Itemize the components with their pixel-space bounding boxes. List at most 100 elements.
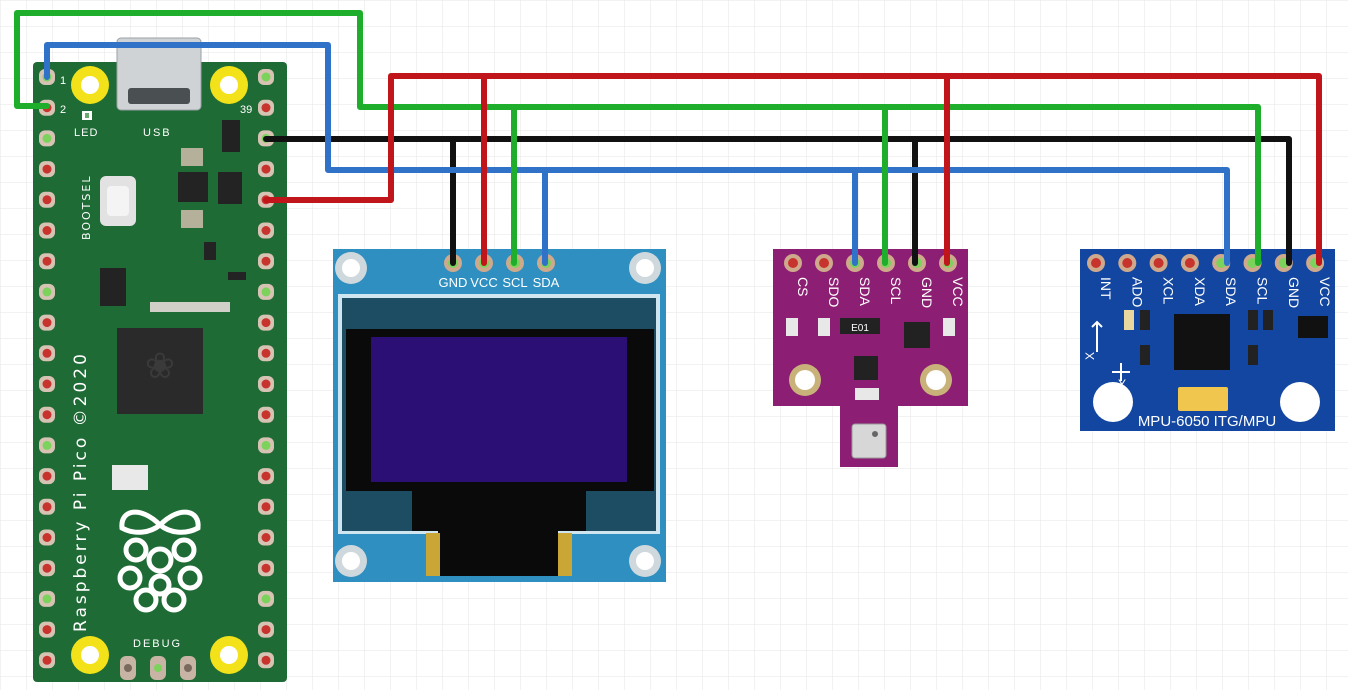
pico-pin[interactable] (258, 437, 274, 454)
pico-pin-row-left (39, 69, 55, 669)
pico-pin[interactable] (39, 345, 55, 362)
raspberry-logo-icon (117, 509, 203, 613)
axis-x-label: X (1083, 352, 1097, 360)
bmp-regulator (904, 322, 930, 348)
oled-screen (371, 337, 627, 482)
gnd-wire[interactable] (263, 136, 1292, 266)
pico-pin[interactable] (39, 560, 55, 577)
pin-xda[interactable] (1180, 254, 1199, 272)
mount-hole (210, 636, 248, 674)
pin-xcl[interactable] (1149, 254, 1168, 272)
pin-label-gnd: GND (1286, 277, 1302, 308)
bmp-sensor-port (872, 431, 878, 437)
usb-label: USB (143, 127, 172, 139)
pico-pin[interactable] (258, 468, 274, 485)
wires (14, 10, 1322, 266)
bmp-resistor (786, 318, 798, 336)
pico-pin[interactable] (39, 621, 55, 638)
pico-pin[interactable] (39, 130, 55, 147)
pico-pin[interactable] (39, 590, 55, 607)
pin-label-ado: ADO (1129, 277, 1145, 307)
mpu-label: MPU-6050 ITG/MPU (1138, 413, 1276, 430)
regulator-chip (178, 172, 208, 202)
pico-pin[interactable] (39, 253, 55, 270)
pico-pin[interactable] (258, 345, 274, 362)
pico-pin[interactable] (258, 498, 274, 515)
pico-pin[interactable] (39, 652, 55, 669)
pico-pin[interactable] (39, 222, 55, 239)
pico-pin[interactable] (258, 560, 274, 577)
pin-ado[interactable] (1118, 254, 1137, 272)
bmp-cap (855, 388, 879, 400)
pico-pin[interactable] (258, 652, 274, 669)
pin-label-scl: SCL (888, 277, 904, 304)
pico-pin[interactable] (39, 437, 55, 454)
pico-pin[interactable] (39, 498, 55, 515)
pin-label-gnd: GND (919, 277, 935, 308)
pin-label-xcl: XCL (1161, 277, 1177, 304)
mount-hole (71, 636, 109, 674)
pico-pin[interactable] (39, 161, 55, 178)
scl-wire[interactable] (14, 10, 1261, 266)
bmp-chip-label: E01 (851, 323, 869, 334)
smd-strip (150, 302, 230, 312)
pico-pin[interactable] (39, 376, 55, 392)
inductor (218, 172, 242, 204)
pico-pin[interactable] (258, 590, 274, 607)
pin-label-scl: SCL (502, 275, 527, 290)
pico-pin[interactable] (39, 191, 55, 208)
pico-pin[interactable] (39, 529, 55, 546)
pin-label-sdo: SDO (826, 277, 842, 307)
bootsel-button-cap (107, 186, 129, 216)
pin-label-sda: SDA (857, 277, 873, 306)
mpu-cap (1248, 345, 1258, 365)
axis-icon (1091, 320, 1130, 381)
mount-hole (210, 66, 248, 104)
mpu-cap (1124, 310, 1134, 330)
pico-pin[interactable] (258, 283, 274, 300)
pico-pin[interactable] (39, 283, 55, 300)
bmp-resistor (818, 318, 830, 336)
pico-pin[interactable] (258, 376, 274, 392)
mpu-cap (1248, 310, 1258, 330)
pico-pin[interactable] (258, 69, 274, 85)
usb-port-slot (128, 88, 190, 104)
pico-pin[interactable] (258, 253, 274, 270)
pico-board[interactable]: 1 2 39 LED USB BOOTSEL ❀ Raspberry Pi Pi… (33, 37, 287, 682)
pin-label-vcc: VCC (470, 275, 497, 290)
pico-pin[interactable] (258, 529, 274, 546)
pico-pin[interactable] (39, 406, 55, 423)
pin-int[interactable] (1087, 254, 1105, 272)
bootsel-label: BOOTSEL (80, 175, 93, 240)
pin1-label: 1 (60, 75, 66, 87)
sda-wire[interactable] (44, 42, 1230, 266)
bmp-ic (854, 356, 878, 380)
mpu-mount-hole (1280, 382, 1320, 422)
pico-pin-row-right (258, 69, 274, 669)
pico-pin[interactable] (258, 99, 274, 116)
pico-pin[interactable] (258, 161, 274, 178)
pico-pin[interactable] (39, 468, 55, 485)
rp2040-logo: ❀ (145, 345, 175, 386)
debug-pins (120, 656, 196, 680)
vcc-wire[interactable] (263, 73, 1322, 266)
mpu-crystal (1178, 387, 1228, 411)
pico-pin[interactable] (258, 406, 274, 423)
pin-sdo[interactable] (815, 254, 833, 272)
led-label: LED (74, 127, 98, 139)
mpu-chip (1174, 314, 1230, 370)
pico-pin[interactable] (258, 621, 274, 638)
bmp-cap (943, 318, 955, 336)
smd-part (204, 242, 216, 260)
pico-pin[interactable] (258, 314, 274, 331)
pin39-label: 39 (240, 104, 252, 116)
pin-cs[interactable] (784, 254, 802, 272)
pico-pin[interactable] (39, 314, 55, 331)
pin-label-sda: SDA (533, 275, 560, 290)
pico-pin[interactable] (258, 222, 274, 239)
